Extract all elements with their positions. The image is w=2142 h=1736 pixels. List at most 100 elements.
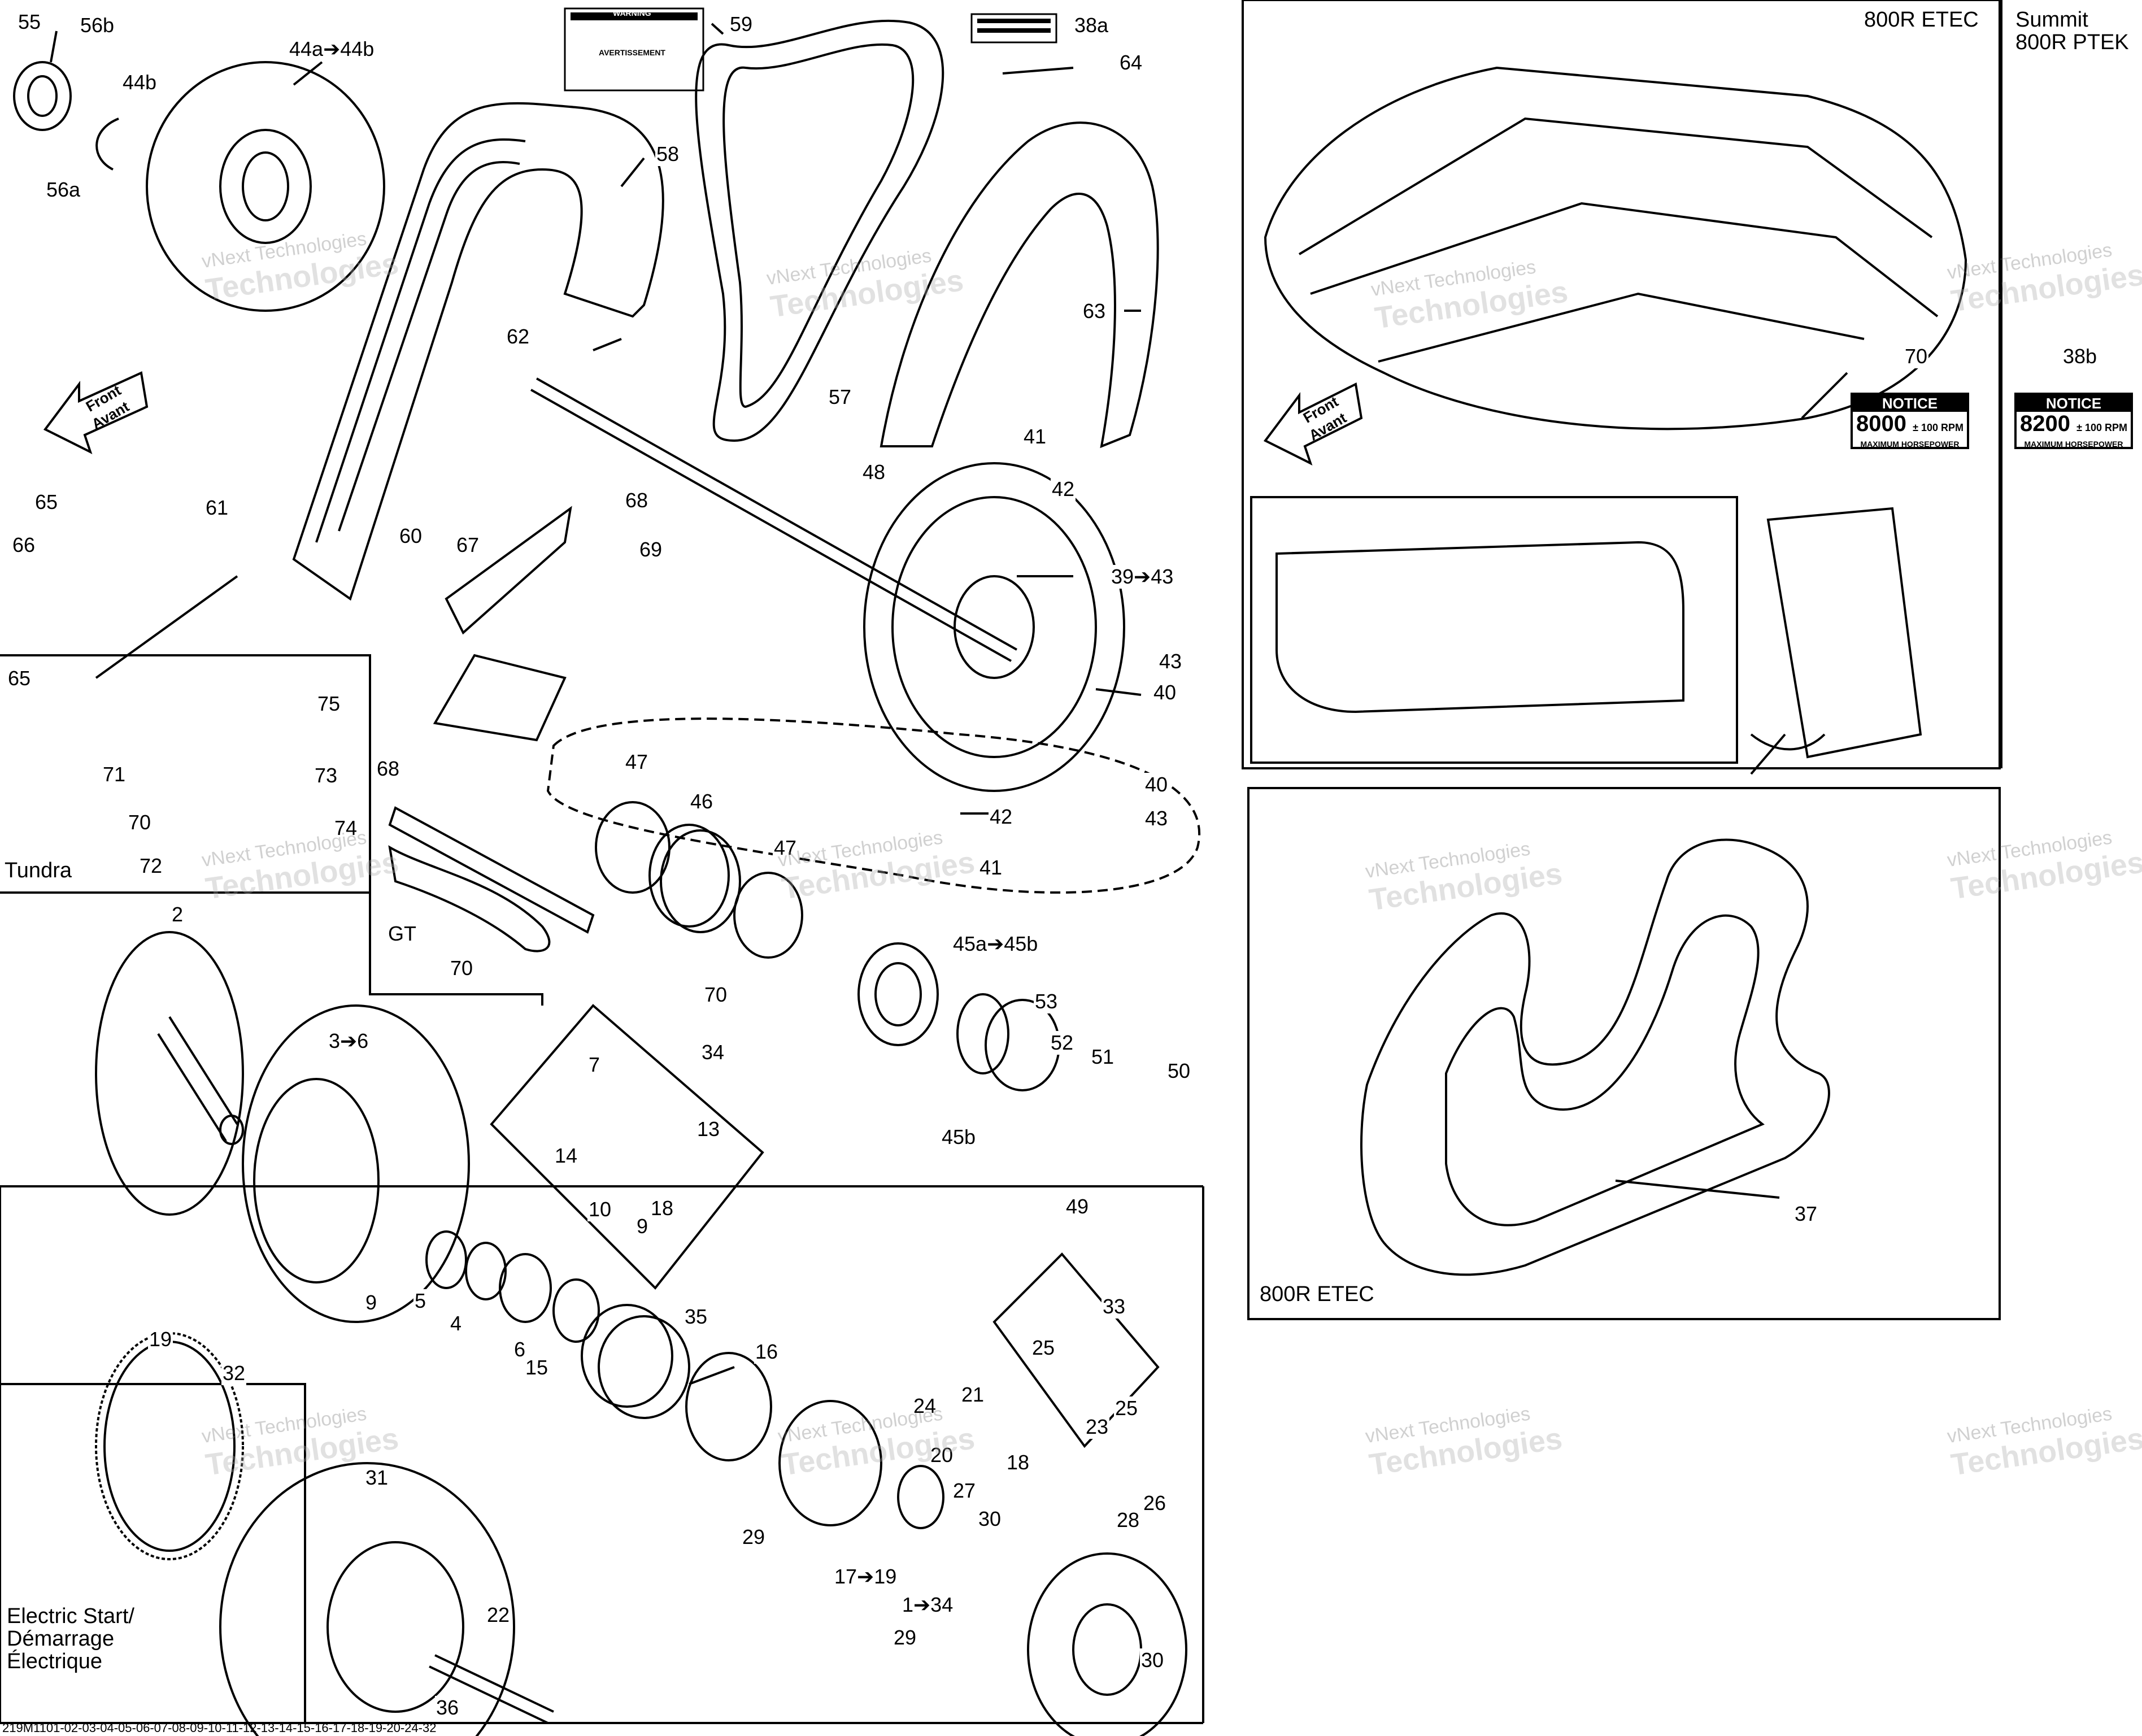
callout: GT [387, 922, 417, 946]
callout: 5 [413, 1289, 428, 1313]
callout: 43 [1158, 650, 1183, 673]
callout: 9 [364, 1291, 378, 1315]
notice-sub: MAXIMUM HORSEPOWER [1860, 440, 1960, 449]
callout: 16 [754, 1340, 780, 1364]
callout: 15 [524, 1356, 550, 1380]
callout: 56a [45, 178, 82, 202]
callout: 20 [929, 1443, 955, 1467]
callout: 26 [1142, 1491, 1168, 1515]
callout: 68 [376, 757, 401, 781]
callout: 46 [689, 790, 715, 813]
callout: 52 [1050, 1031, 1075, 1055]
callout: 47 [624, 750, 650, 774]
warning-label-title: WARNING [613, 8, 651, 18]
notice-decal-8200: NOTICE 8200 ± 100 RPM MAXIMUM HORSEPOWER [2014, 393, 2133, 449]
callout: 14 [554, 1144, 579, 1168]
callout: 41 [978, 856, 1004, 880]
callout: 37 [1793, 1202, 1819, 1226]
callout: 70 [127, 811, 153, 834]
callout: 13 [696, 1117, 721, 1141]
callout: 64 [1118, 51, 1144, 75]
diagram-code: 219M1101-02-03-04-05-06-07-08-09-10-11-1… [2, 1721, 437, 1735]
callout: 71 [102, 763, 127, 786]
callout: 57 [828, 385, 853, 409]
callout: 45a➔45b [952, 932, 1039, 956]
callout: 70 [1904, 345, 1929, 368]
callout: 55 [17, 10, 42, 34]
panel-title-800r-etec-top: 800R ETEC [1864, 8, 1979, 32]
callout: 30 [1140, 1648, 1165, 1672]
callout: 62 [506, 325, 531, 349]
panel-lower-right [1247, 787, 2001, 1320]
notice-sub: MAXIMUM HORSEPOWER [2024, 440, 2123, 449]
callout: 68 [624, 489, 650, 512]
callout: 44b [121, 71, 158, 94]
electric-start-label-3: Électrique [7, 1650, 102, 1673]
callout: 29 [892, 1626, 918, 1650]
callout: 22 [486, 1603, 511, 1627]
callout: 51 [1090, 1045, 1116, 1069]
electric-start-label-1: Electric Start/ [7, 1604, 134, 1628]
callout: 29 [741, 1525, 767, 1549]
panel-title-summit: Summit [2015, 8, 2088, 32]
callout: 1➔34 [901, 1593, 955, 1617]
callout: 38b [2062, 345, 2099, 368]
callout: 75 [316, 692, 342, 716]
callout: 18 [1005, 1451, 1031, 1474]
callout: 34 [700, 1041, 726, 1064]
callout: 65 [7, 667, 32, 690]
callout: 43 [1144, 807, 1169, 830]
callout: 42 [989, 805, 1014, 829]
callout: 6 [513, 1338, 527, 1361]
callout: 31 [364, 1466, 390, 1490]
callout: 74 [333, 816, 359, 840]
callout: 30 [977, 1507, 1003, 1531]
callout: 67 [455, 533, 481, 557]
callout: 60 [398, 524, 424, 548]
callout: 21 [960, 1383, 986, 1407]
callout: 25 [1114, 1396, 1139, 1420]
callout: 33 [1102, 1295, 1127, 1319]
callout: 44a➔44b [288, 37, 376, 61]
callout: 3➔6 [328, 1029, 370, 1053]
panel-title-800r-ptek: 800R PTEK [2015, 31, 2129, 54]
callout: 24 [912, 1394, 938, 1418]
callout: 49 [1065, 1195, 1090, 1219]
callout: 70 [703, 983, 729, 1007]
callout: 36 [435, 1696, 460, 1720]
callout: 40 [1144, 773, 1169, 797]
inset-800r [1250, 496, 1738, 764]
callout: 70 [449, 956, 474, 980]
notice-header: NOTICE [1853, 395, 1967, 412]
warning-label-subtitle: AVERTISSEMENT [599, 48, 665, 57]
callout: 7 [587, 1053, 602, 1077]
callout: 38a [1073, 14, 1110, 37]
notice-tol: ± 100 RPM [1913, 422, 1964, 433]
callout: 35 [683, 1305, 709, 1329]
callout: 27 [952, 1479, 977, 1503]
callout: 45b [941, 1125, 977, 1149]
callout: 56b [79, 14, 116, 37]
callout: 19 [148, 1328, 173, 1351]
callout: 10 [587, 1198, 613, 1221]
callout: 28 [1116, 1508, 1141, 1532]
callout: 8 [661, 1197, 675, 1220]
callout: 73 [314, 764, 339, 787]
callout: 25 [1031, 1336, 1056, 1360]
panel-title-tundra: Tundra [5, 859, 72, 882]
callout: 2 [171, 903, 185, 926]
callout: 32 [221, 1361, 247, 1385]
notice-rpm: 8000 [1856, 411, 1906, 436]
callout: 40 [1152, 681, 1178, 704]
callout: 42 [1051, 477, 1076, 501]
callout: 72 [138, 854, 164, 878]
callout: 66 [11, 533, 37, 557]
callout: 65 [34, 490, 59, 514]
callout: 63 [1082, 299, 1107, 323]
panel-title-800r-etec-bottom: 800R ETEC [1260, 1282, 1374, 1306]
callout: 4 [449, 1312, 463, 1335]
electric-start-label-2: Démarrage [7, 1627, 115, 1651]
notice-tol: ± 100 RPM [2076, 422, 2128, 433]
